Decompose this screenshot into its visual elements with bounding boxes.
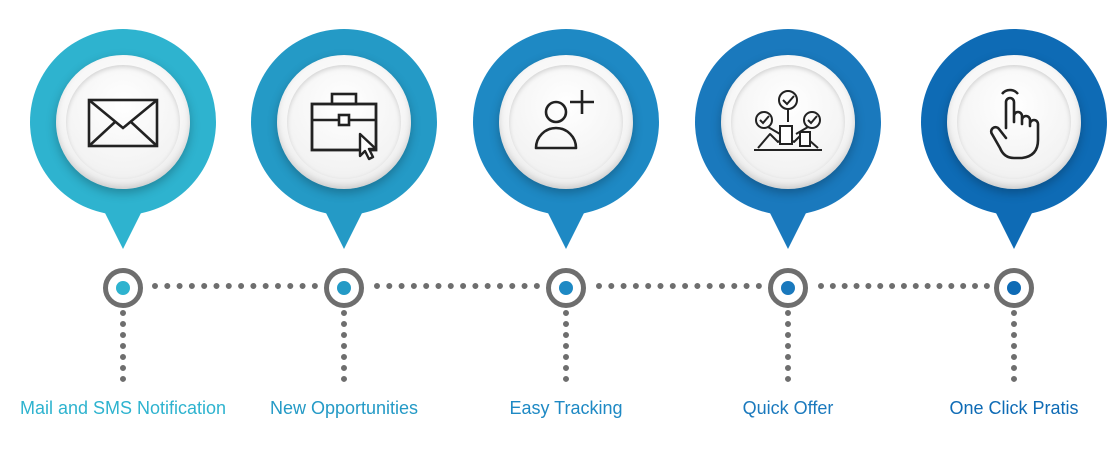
icon-disc	[499, 55, 633, 189]
timeline-node	[994, 268, 1034, 308]
vertical-connector	[1011, 310, 1017, 382]
vertical-connector	[563, 310, 569, 382]
step-label: Mail and SMS Notification	[19, 398, 227, 418]
team-approval-icon	[754, 90, 822, 151]
envelope-icon	[87, 98, 159, 148]
node-dot	[337, 281, 351, 295]
step-label: One Click Pratis	[949, 398, 1079, 418]
pin-marker	[695, 29, 881, 249]
connector-1-2	[152, 283, 318, 289]
vertical-connector	[120, 310, 126, 382]
step-new-opportunities: New Opportunities	[229, 0, 459, 476]
step-one-click: One Click Pratis	[899, 0, 1114, 476]
timeline-node	[103, 268, 143, 308]
icon-disc-inner	[66, 65, 180, 179]
pin-marker	[30, 29, 216, 249]
step-quick-offer: Quick Offer	[673, 0, 903, 476]
step-label: Quick Offer	[742, 398, 834, 418]
connector-2-3	[374, 283, 540, 289]
icon-disc	[56, 55, 190, 189]
node-dot	[781, 281, 795, 295]
icon-disc-inner	[957, 65, 1071, 179]
icon-disc	[277, 55, 411, 189]
connector-4-5	[818, 283, 990, 289]
briefcase-icon	[310, 92, 378, 161]
pin-marker	[921, 29, 1107, 249]
node-dot	[559, 281, 573, 295]
icon-disc-inner	[287, 65, 401, 179]
pin-marker	[251, 29, 437, 249]
step-easy-tracking: Easy Tracking	[451, 0, 681, 476]
add-user-icon	[534, 90, 594, 150]
connector-3-4	[596, 283, 762, 289]
step-mail-sms: Mail and SMS Notification	[8, 0, 238, 476]
pin-marker	[473, 29, 659, 249]
step-label: Easy Tracking	[509, 398, 623, 418]
icon-disc	[721, 55, 855, 189]
icon-disc-inner	[509, 65, 623, 179]
vertical-connector	[341, 310, 347, 382]
icon-disc	[947, 55, 1081, 189]
icon-disc-inner	[731, 65, 845, 179]
timeline-node	[324, 268, 364, 308]
vertical-connector	[785, 310, 791, 382]
timeline-node	[546, 268, 586, 308]
timeline-node	[768, 268, 808, 308]
node-dot	[1007, 281, 1021, 295]
node-dot	[116, 281, 130, 295]
step-label: New Opportunities	[269, 398, 419, 418]
hand-pointer-icon	[989, 88, 1040, 160]
